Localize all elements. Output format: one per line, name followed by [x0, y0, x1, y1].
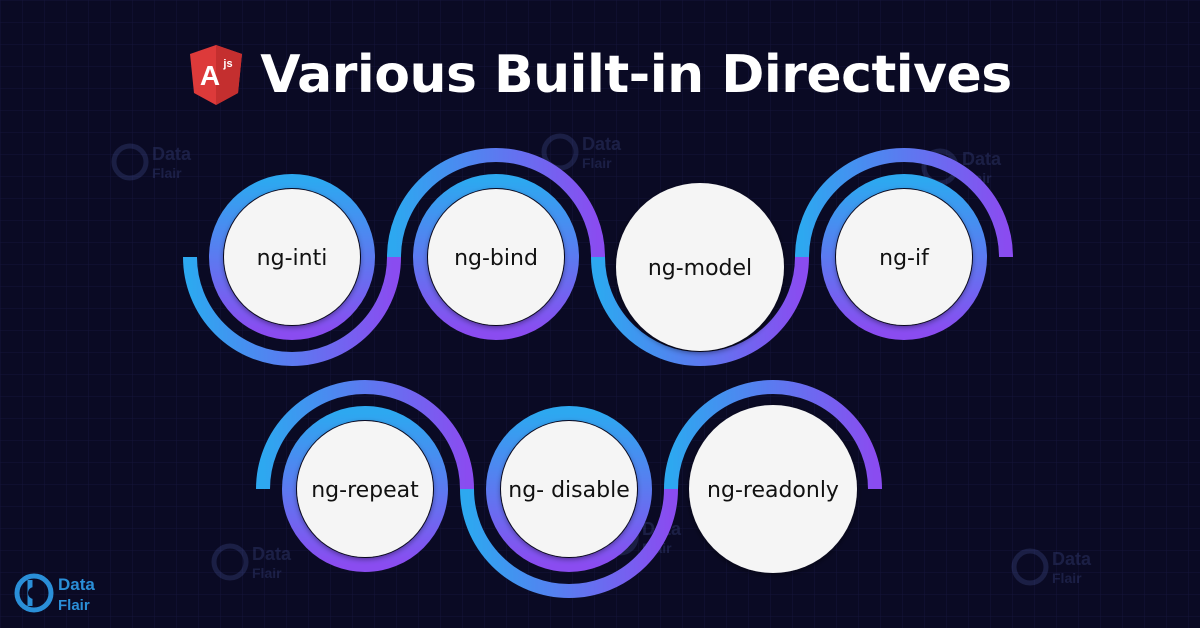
dataflair-brand-logo: Data Flair: [14, 573, 95, 614]
node-circle: [616, 183, 784, 351]
directive-node-row1-3: ng-model: [616, 183, 784, 351]
watermark-icon: [541, 133, 579, 171]
node-label: ng- disable: [508, 478, 629, 503]
logo-letter: A: [200, 60, 220, 91]
wave-arcs: [183, 148, 1013, 598]
wave-arc-4: [795, 148, 1013, 258]
directive-node-row1-1: ng-inti: [209, 174, 375, 340]
watermark-icon: [111, 143, 149, 181]
brand-line2: Flair: [58, 597, 90, 614]
node-label: ng-model: [648, 256, 752, 281]
node-label: ng-repeat: [311, 478, 419, 503]
watermark-line2: Flair: [252, 565, 282, 581]
wave-arc-1: [183, 256, 401, 366]
directive-nodes: ng-inti ng-bind ng-model ng-if ng-repeat ng- …: [209, 174, 987, 573]
watermark-line1: Data: [962, 149, 1002, 169]
node-label: ng-inti: [257, 246, 328, 271]
angularjs-shield-icon: A js: [190, 45, 243, 105]
watermark-line2: Flair: [152, 165, 182, 181]
wave-arc-7: [664, 380, 882, 490]
node-circle: [297, 421, 433, 557]
directive-node-row2-1: ng-repeat: [282, 406, 448, 572]
title-bar: A js Various Built-in Directives: [0, 40, 1200, 110]
wave-arc-6: [460, 488, 678, 598]
node-ring: [209, 174, 375, 340]
watermark-line1: Data: [582, 134, 622, 154]
brand-line1: Data: [58, 575, 95, 594]
node-ring: [413, 174, 579, 340]
node-ring: [282, 406, 448, 572]
logo-superscript: js: [223, 58, 233, 70]
node-ring: [486, 406, 652, 572]
directive-node-row2-3: ng-readonly: [689, 405, 857, 573]
watermark-line1: Data: [252, 544, 292, 564]
node-label: ng-readonly: [707, 478, 839, 503]
wave-arc-2: [387, 148, 605, 258]
node-circle: [224, 189, 360, 325]
directive-node-row2-2: ng- disable: [486, 406, 652, 572]
watermark-line2: Flair: [1052, 570, 1082, 586]
watermark-line1: Data: [1052, 549, 1092, 569]
watermark-icon: [1011, 548, 1049, 586]
node-label: ng-if: [879, 246, 930, 271]
node-ring: [821, 174, 987, 340]
directive-node-row1-2: ng-bind: [413, 174, 579, 340]
wave-arc-5: [256, 380, 474, 490]
directive-node-row1-4: ng-if: [821, 174, 987, 340]
page-title: Various Built-in Directives: [260, 45, 1012, 105]
node-circle: [836, 189, 972, 325]
watermark-icon: [211, 543, 249, 581]
node-circle: [428, 189, 564, 325]
watermark-line2: Flair: [582, 155, 612, 171]
node-label: ng-bind: [454, 246, 538, 271]
watermark-line1: Data: [152, 144, 192, 164]
node-circle: [501, 421, 637, 557]
node-circle: [689, 405, 857, 573]
wave-arc-3: [591, 256, 809, 366]
